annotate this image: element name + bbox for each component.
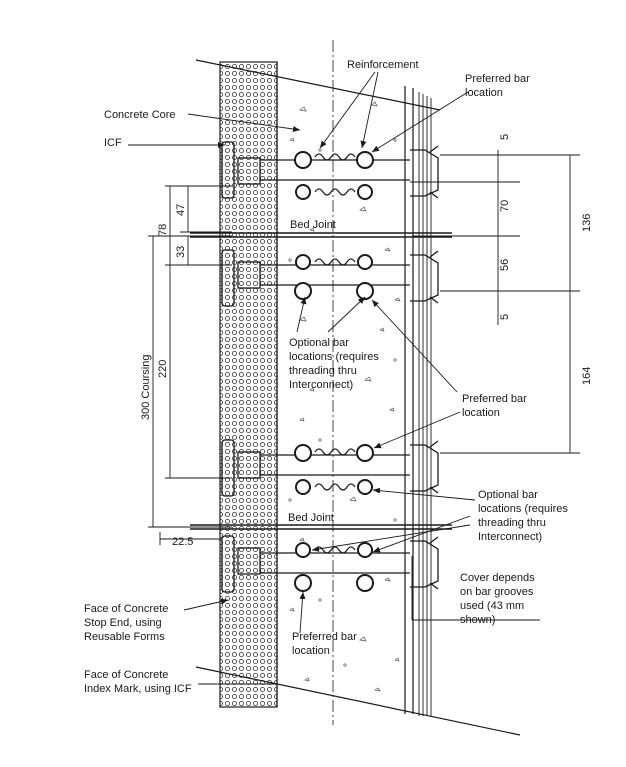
dim-47: 47 <box>175 204 187 216</box>
optional-bar-right-label: Optional bar locations (requires threadi… <box>478 489 571 543</box>
right-dimension-lines <box>410 150 580 621</box>
rebar-optional <box>295 184 311 200</box>
icf-ties <box>221 141 439 593</box>
leader-lines <box>128 71 476 634</box>
concrete-core-label: Concrete Core <box>104 109 176 121</box>
face-stop-end-label: Face of Concrete Stop End, using Reusabl… <box>84 603 171 643</box>
dim-22-5: 22.5 <box>172 536 193 548</box>
dim-5-bottom: 5 <box>499 314 511 320</box>
preferred-bar-mid-label: Preferred bar location <box>462 393 530 419</box>
concrete-core-outline <box>195 59 521 736</box>
left-dimension-lines <box>148 185 232 545</box>
face-index-mark-label: Face of Concrete Index Mark, using ICF <box>84 669 192 695</box>
bed-joint-label-2: Bed Joint <box>288 512 334 524</box>
rebar-optional <box>357 542 373 558</box>
dim-136: 136 <box>581 214 593 232</box>
bed-joint-label-1: Bed Joint <box>290 219 336 231</box>
preferred-bar-bottom-label: Preferred bar location <box>292 631 360 657</box>
rebar-preferred <box>294 282 312 300</box>
optional-bar-left-label: Optional bar locations (requires threadi… <box>289 337 382 391</box>
dim-164: 164 <box>581 367 593 385</box>
dim-70: 70 <box>499 200 511 212</box>
rebar-optional <box>357 479 373 495</box>
concrete-speckles <box>288 101 401 692</box>
preferred-bar-top-label: Preferred bar location <box>465 73 533 99</box>
interconnect-waves <box>314 153 356 554</box>
form-panel-lines <box>418 92 432 716</box>
dim-56: 56 <box>499 259 511 271</box>
rebar-circles <box>294 151 374 592</box>
dim-33: 33 <box>175 246 187 258</box>
rebar-preferred <box>356 574 374 592</box>
rebar-preferred <box>294 574 312 592</box>
bed-joints <box>190 232 452 530</box>
rebar-preferred <box>356 444 374 462</box>
rebar-preferred <box>294 444 312 462</box>
reinforcement-label: Reinforcement <box>347 59 419 71</box>
icf-label: ICF <box>104 137 122 149</box>
rebar-optional <box>357 254 373 270</box>
icf-foam-layer <box>219 61 278 708</box>
rebar-optional <box>357 184 373 200</box>
rebar-preferred <box>356 151 374 169</box>
dim-5-top: 5 <box>499 134 511 140</box>
rebar-optional <box>295 542 311 558</box>
dim-78: 78 <box>157 224 169 236</box>
rebar-preferred <box>294 151 312 169</box>
cover-label: Cover depends on bar grooves used (43 mm… <box>460 572 538 626</box>
rebar-optional <box>295 479 311 495</box>
dim-220: 220 <box>157 360 169 378</box>
rebar-optional <box>295 254 311 270</box>
rebar-preferred <box>356 282 374 300</box>
dim-300-coursing: 300 Coursing <box>140 355 152 420</box>
